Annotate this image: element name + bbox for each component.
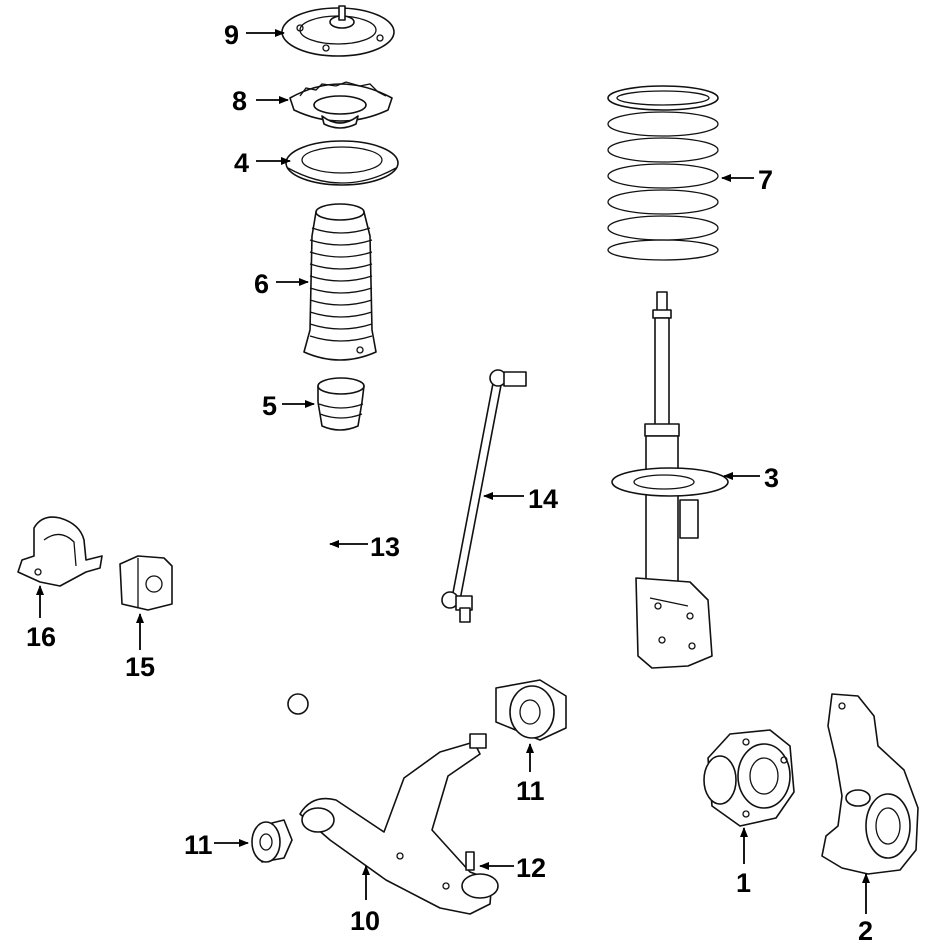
callout-9: 9 [224,20,239,50]
callout-16: 16 [26,622,56,652]
control-arm-bushing-part-11-front [251,819,293,863]
callout-11-rear: 11 [516,776,545,806]
bump-stop-part-5 [317,377,365,431]
callout-14: 14 [528,484,558,514]
strut-assembly-part-3 [611,291,729,669]
callout-15: 15 [125,652,155,682]
control-arm-bushing-part-11-rear [495,679,567,741]
callout-1: 1 [736,868,751,898]
strut-mount-part-9 [281,5,395,57]
callout-12: 12 [516,853,546,883]
steering-knuckle-part-2 [821,693,919,875]
hub-bearing-part-1 [703,729,795,827]
callout-4: 4 [234,148,249,178]
callout-5: 5 [262,391,277,421]
ball-joint-part-12 [461,851,499,899]
callout-7: 7 [758,165,773,195]
bushing-clamp-part-16 [17,516,103,587]
spring-insulator-part-4 [285,140,399,186]
callout-8: 8 [232,86,247,116]
coil-spring-part-7 [607,85,719,261]
stabilizer-bushing-part-15 [119,555,173,611]
dust-boot-part-6 [303,203,377,361]
upper-spring-seat-part-8 [289,81,393,129]
stabilizer-bar-part-13 [0,402,328,715]
lower-control-arm-part-10 [299,733,493,915]
callout-3: 3 [764,463,779,493]
callout-6: 6 [254,269,269,299]
callout-2: 2 [858,916,873,946]
callout-10: 10 [350,906,380,936]
callout-11-front: 11 [184,830,213,860]
callout-13: 13 [370,532,400,562]
stabilizer-link-part-14 [441,369,527,623]
